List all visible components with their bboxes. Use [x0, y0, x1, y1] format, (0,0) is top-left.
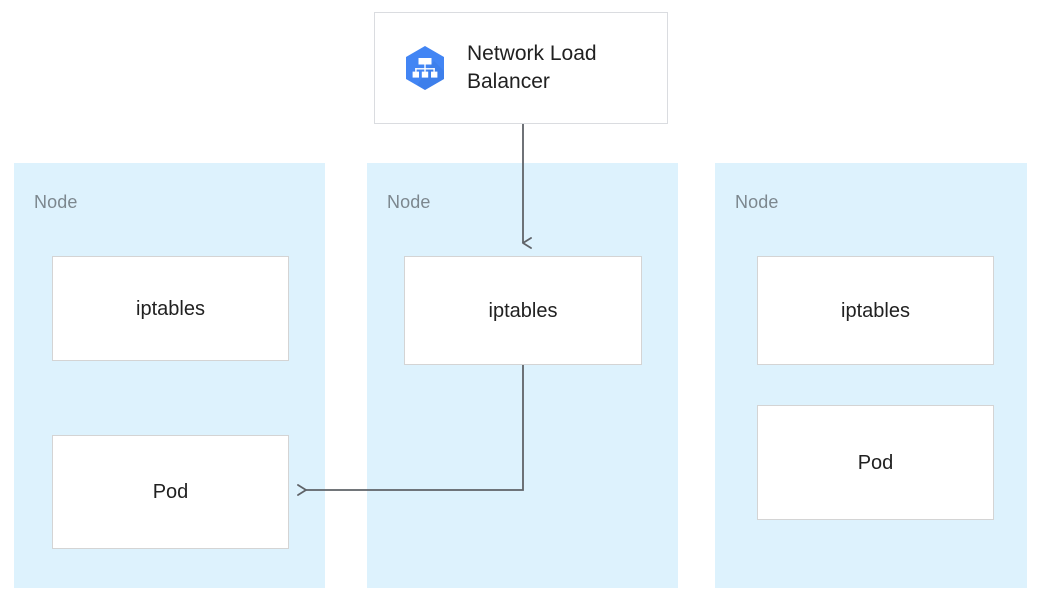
node-2-iptables-box: iptables [404, 256, 642, 365]
network-load-balancer-label: Network Load Balancer [467, 42, 597, 93]
node-panel-3: Node [715, 163, 1027, 588]
node-label: Node [735, 192, 779, 212]
node-panel-2: Node [367, 163, 678, 588]
box-label: iptables [488, 299, 558, 322]
node-label: Node [387, 192, 431, 212]
node-label: Node [34, 192, 78, 212]
box-label: Pod [152, 481, 189, 503]
node-1-iptables-box: iptables [52, 256, 289, 361]
node-3-iptables-box: iptables [757, 256, 994, 365]
box-label: iptables [136, 297, 205, 320]
box-label: Pod [857, 451, 894, 474]
box-label: iptables [841, 299, 910, 322]
network-load-balancer-icon [406, 46, 444, 90]
node-1-pod-box: Pod [52, 435, 289, 549]
network-load-balancer-card: Network Load Balancer [374, 12, 668, 124]
node-3-pod-box: Pod [757, 405, 994, 520]
